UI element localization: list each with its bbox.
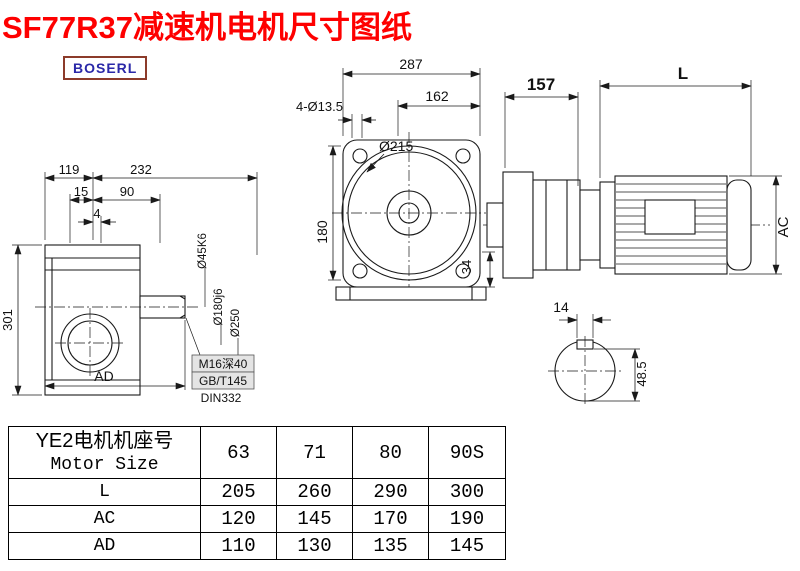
adapter-flange	[502, 171, 534, 279]
table-row-AD: AD 110 130 135 145	[8, 532, 506, 560]
value-AC-71: 145	[276, 505, 353, 533]
note-std1: GB/T145	[199, 374, 247, 388]
value-L-71: 260	[276, 478, 353, 506]
motor-view-dimensions	[504, 80, 782, 275]
dim-162: 162	[425, 88, 449, 104]
row-label-AD: AD	[8, 532, 201, 560]
value-L-63: 205	[200, 478, 277, 506]
dim-180: 180	[314, 220, 330, 244]
front-view-dimensions	[328, 68, 495, 288]
value-AC-90s: 190	[428, 505, 506, 533]
dim-48-5: 48.5	[634, 361, 649, 386]
dim-AC: AC	[775, 216, 792, 237]
value-AD-63: 110	[200, 532, 277, 560]
bolt-hole	[352, 263, 368, 279]
shaft-end-view: 14 48.5	[548, 299, 649, 406]
row-label-L: L	[8, 478, 201, 506]
fan-cover	[726, 179, 752, 271]
table-row-AC: AC 120 145 170 190	[8, 505, 506, 533]
note-box-std1	[191, 371, 255, 390]
value-AD-90s: 145	[428, 532, 506, 560]
dim-301: 301	[0, 309, 15, 331]
dim-157: 157	[527, 75, 555, 94]
bolt-hole	[352, 148, 368, 164]
table-header-row: YE2电机机座号 Motor Size 63 71 80 90S	[8, 426, 506, 479]
value-AC-63: 120	[200, 505, 277, 533]
value-AD-80: 135	[352, 532, 429, 560]
input-coupling	[486, 202, 504, 248]
dim-119: 119	[59, 162, 80, 177]
technical-drawing: 119 232 15 90 4 301 AD Ø45K6 Ø180j6 Ø250…	[0, 56, 792, 406]
dim-14: 14	[553, 299, 569, 315]
table-header-cell: YE2电机机座号 Motor Size	[8, 426, 201, 479]
column-frame-71: 71	[276, 426, 353, 479]
shaft-end-dimensions	[559, 314, 640, 402]
side-view: 119 232 15 90 4 301 AD Ø45K6 Ø180j6 Ø250…	[0, 162, 258, 405]
header-motor-frame-cn: YE2电机机座号	[35, 429, 174, 452]
dim-AD: AD	[94, 368, 113, 384]
value-AC-80: 170	[352, 505, 429, 533]
bolt-hole	[455, 148, 471, 164]
motor-size-table: YE2电机机座号 Motor Size 63 71 80 90S L 205 2…	[8, 426, 506, 560]
note-std2: DIN332	[201, 391, 242, 405]
dim-90: 90	[120, 184, 134, 199]
dim-4: 4	[93, 206, 100, 221]
dim-spigot-dia: Ø180j6	[213, 288, 225, 325]
column-frame-63: 63	[200, 426, 277, 479]
header-motor-frame-en: Motor Size	[50, 454, 159, 475]
brand-logo: BOSERL	[63, 56, 148, 80]
terminal-box	[644, 199, 696, 235]
column-frame-90s: 90S	[428, 426, 506, 479]
bell-housing	[532, 179, 581, 271]
motor-endbell	[599, 181, 616, 269]
dim-L: L	[678, 64, 688, 83]
column-frame-80: 80	[352, 426, 429, 479]
bolt-hole	[455, 263, 471, 279]
dim-287: 287	[399, 56, 423, 72]
dim-flange-dia: Ø250	[230, 309, 242, 337]
value-L-80: 290	[352, 478, 429, 506]
side-view-dimensions	[12, 172, 258, 396]
dim-bolt-holes: 4-Ø13.5	[296, 99, 343, 114]
gearbox-body	[44, 244, 141, 396]
dim-big-circle: Ø215	[379, 138, 413, 154]
value-AD-71: 130	[276, 532, 353, 560]
row-label-AC: AC	[8, 505, 201, 533]
motor-view: 157 L AC	[483, 64, 792, 279]
page-title: SF77R37减速机电机尺寸图纸	[2, 10, 412, 45]
dim-shaft-dia: Ø45K6	[197, 233, 209, 269]
dim-15: 15	[74, 184, 88, 199]
dim-232: 232	[130, 162, 152, 177]
value-L-90s: 300	[428, 478, 506, 506]
front-view: 287 162 4-Ø13.5 Ø215 180 34	[296, 56, 495, 301]
note-tap: M16深40	[199, 357, 248, 371]
dim-34: 34	[459, 260, 474, 274]
table-row-L: L 205 260 290 300	[8, 478, 506, 506]
mounting-base	[335, 286, 487, 301]
